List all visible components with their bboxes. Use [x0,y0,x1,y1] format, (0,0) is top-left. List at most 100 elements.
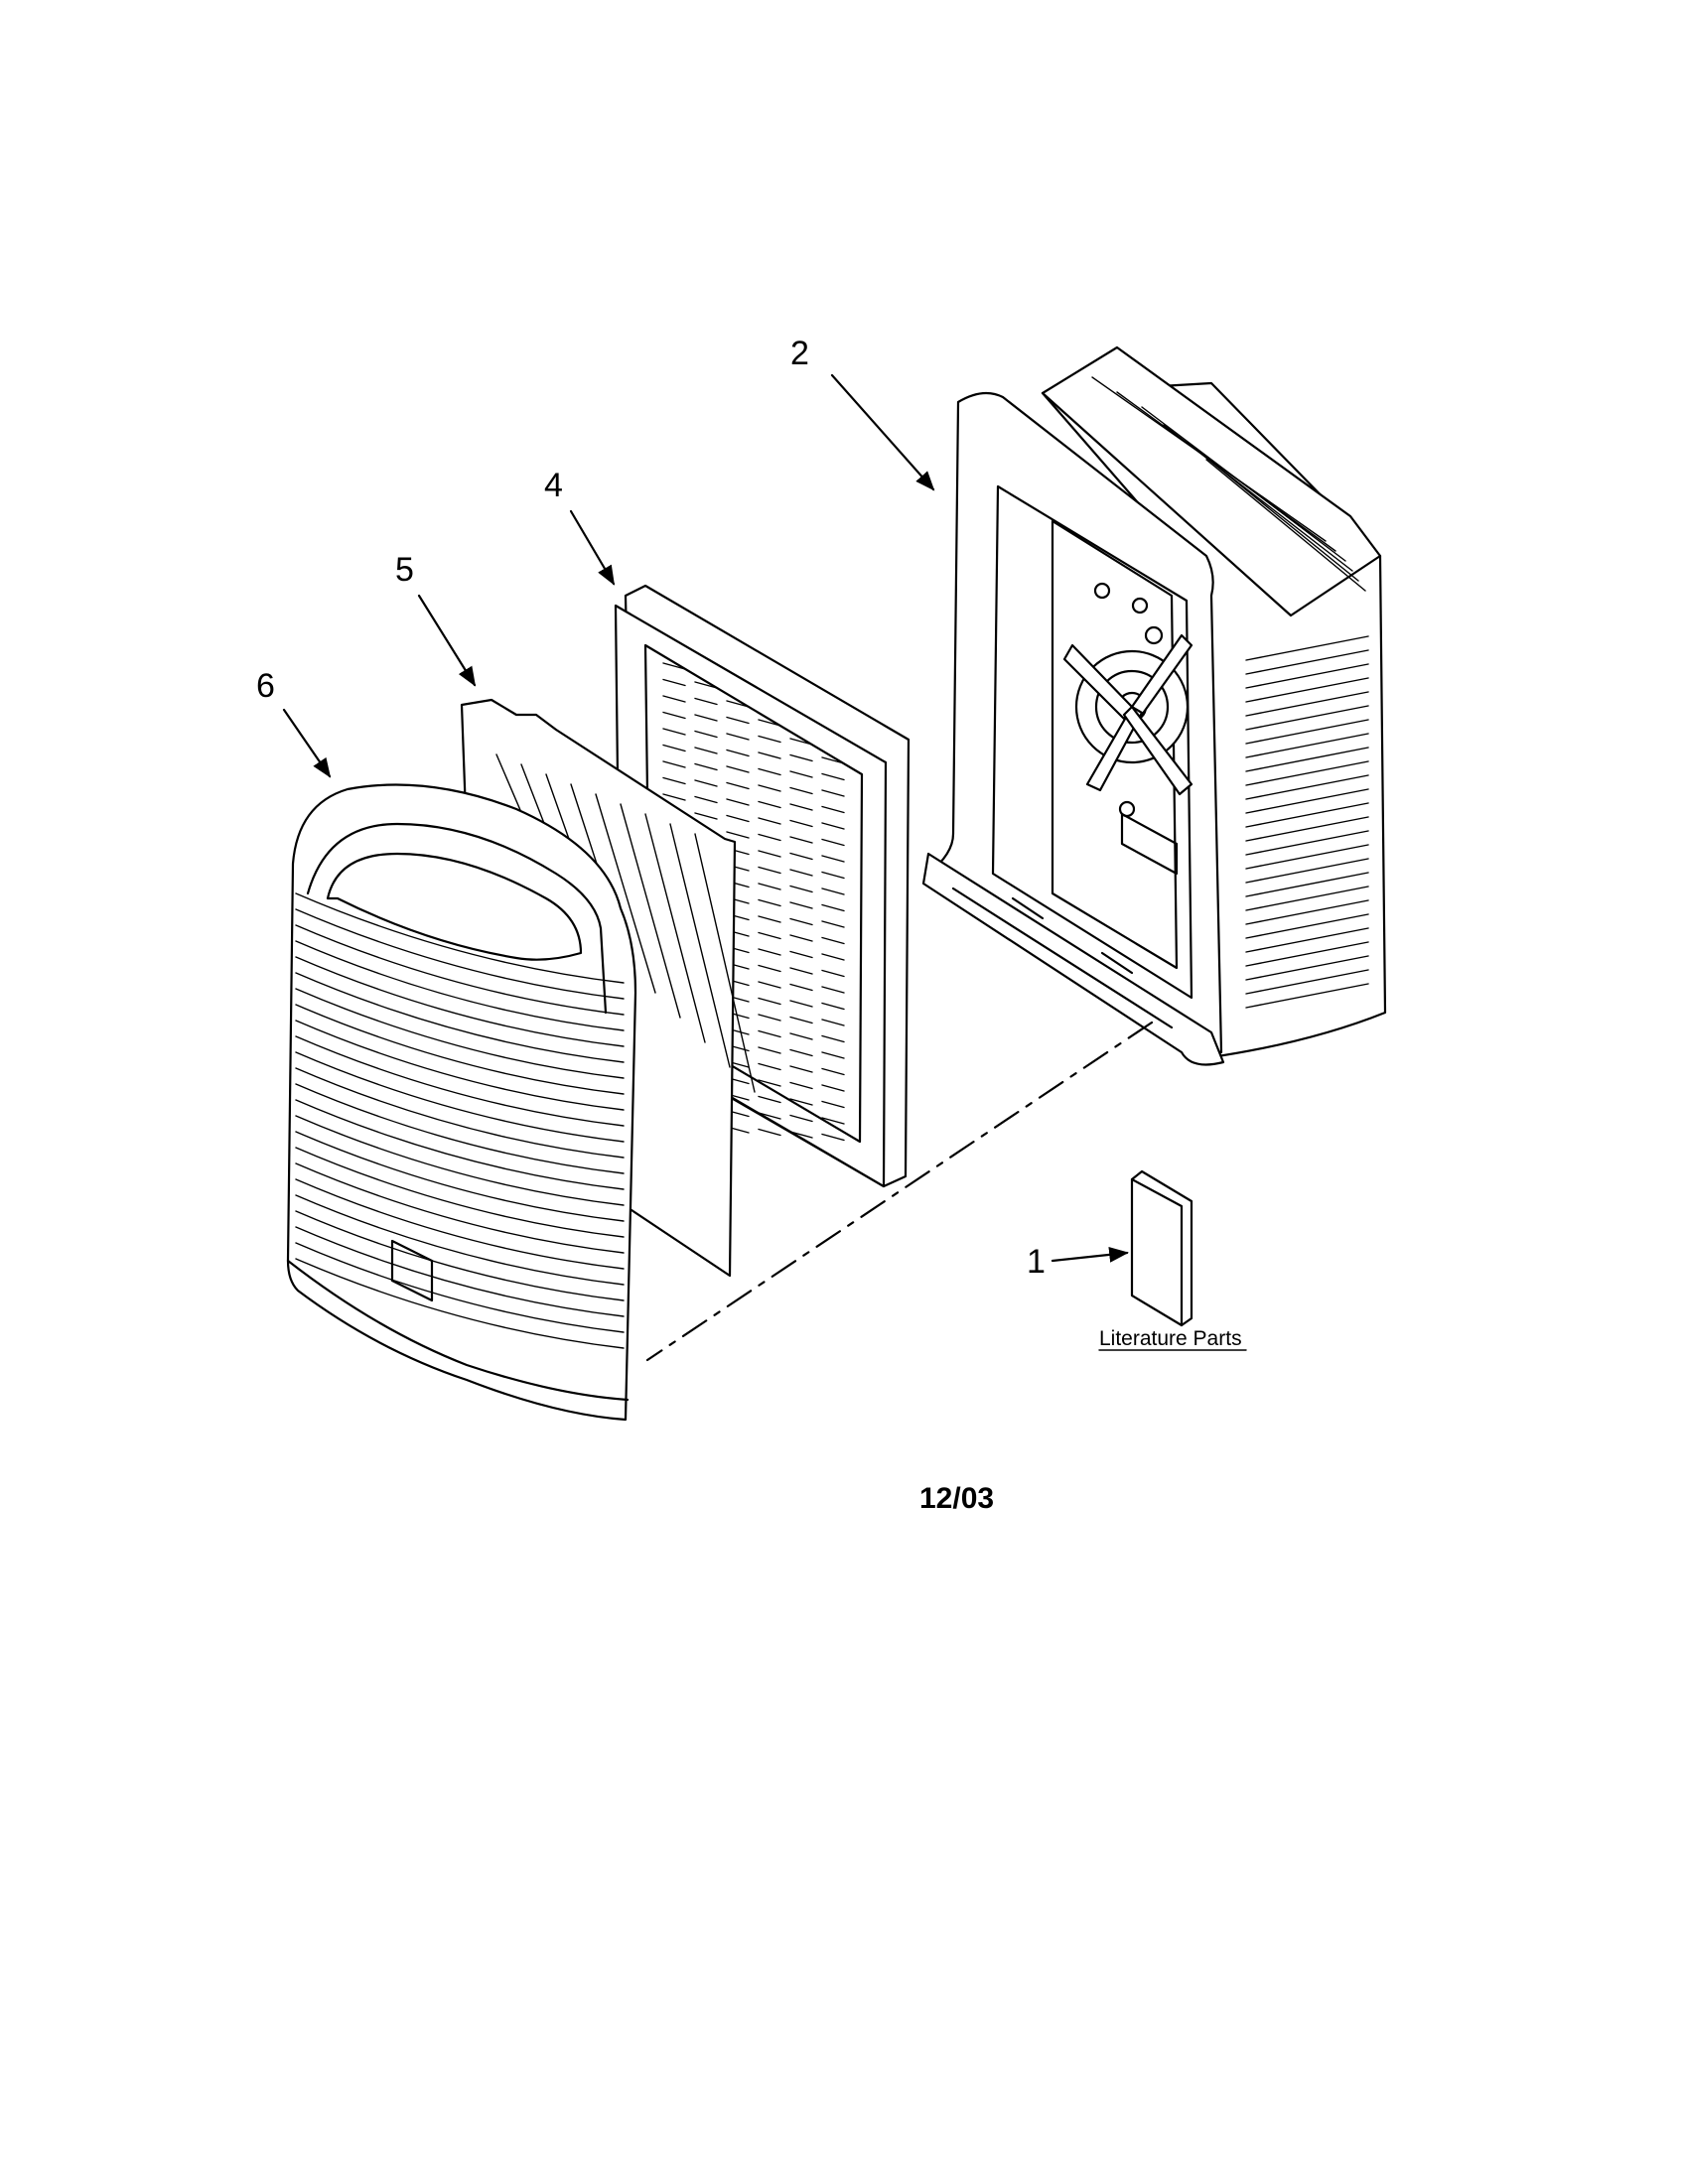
prefilter-hatch-line [669,823,731,1068]
leader-arrow-4 [569,509,616,586]
filter-pleat [726,749,750,757]
filter-pleat [662,662,686,670]
side-vent-slot [1245,774,1369,800]
filter-pleat [758,1046,781,1054]
side-vent-slot [1245,802,1369,828]
filter-pleat [821,986,845,994]
filter-pleat [789,950,813,959]
leader-arrow-1 [1051,1247,1129,1263]
filter-pleat [758,1095,781,1104]
filter-pleat [821,969,845,978]
grille-slat [295,1004,625,1095]
grille-slat [295,1035,625,1127]
filter-pleat [758,767,781,776]
filter-pleat [789,1048,813,1057]
grille-slat [295,1051,625,1143]
side-vent-slot [1245,872,1369,897]
side-vent-slot [1245,941,1369,967]
side-vent-slot [1245,830,1369,856]
filter-pleat [821,789,845,797]
filter-pleat [726,765,750,773]
filter-pleat [694,812,718,820]
alignment-line [645,1021,1154,1362]
filter-pleat [662,776,686,785]
filter-pleat [726,814,750,823]
grille-slat [295,972,625,1063]
filter-pleat [789,1131,813,1139]
housing-part-2 [921,345,1387,1066]
filter-pleat [758,784,781,792]
filter-pleat [789,1114,813,1123]
callout-1: 1 [1027,1243,1046,1281]
filter-pleat [662,711,686,720]
grille-slat [295,1067,625,1159]
side-vent-slot [1245,760,1369,786]
filter-pleat [758,800,781,809]
filter-pleat [758,1128,781,1137]
grille-slat [295,988,625,1079]
side-vent-slot [1245,969,1369,995]
filter-pleat [726,798,750,806]
side-vent-slot [1245,663,1369,689]
side-vent-slot [1245,886,1369,911]
filter-pleat [758,931,781,940]
side-vent-slot [1245,844,1369,870]
filter-pleat [789,786,813,795]
filter-pleat [821,1133,845,1142]
grille-slat [295,1242,625,1333]
filter-pleat [789,869,813,877]
filter-pleat [789,803,813,811]
filter-pleat [789,1065,813,1073]
grille-slat [295,1147,625,1238]
filter-pleat [694,747,718,754]
grille-slat [295,1115,625,1206]
leader-arrow-6 [282,708,332,778]
side-vent-slot [1245,816,1369,842]
literature-part-1 [1130,1169,1193,1327]
filter-pleat [694,697,718,706]
front-grille-part-6 [286,783,637,1422]
prefilter-hatch-line [694,833,756,1093]
filter-pleat [821,1100,845,1109]
filter-pleat [662,695,686,703]
side-vent-slot [1245,677,1369,703]
filter-pleat [789,738,813,746]
fan-assembly [1062,582,1193,818]
grille-slat [295,956,625,1047]
grille-slat [295,1226,625,1317]
side-vent-slot [1245,733,1369,758]
callout-4: 4 [544,467,563,504]
filter-pleat [821,1067,845,1076]
filter-pleat [821,920,845,928]
filter-pleat [758,1029,781,1038]
grille-slat [295,1178,625,1270]
filter-pleat [758,948,781,956]
filter-pleat [821,838,845,847]
filter-pleat [694,681,718,689]
filter-pleat [662,793,686,801]
filter-pleat [758,981,781,989]
grille-slat [295,1083,625,1174]
filter-pleat [758,1112,781,1120]
grille-slats [295,892,625,1349]
side-vent-slot [1245,691,1369,717]
side-vent-slot [1245,927,1369,953]
filter-pleat [821,805,845,814]
grille-slat [295,940,625,1031]
filter-pleat [726,733,750,741]
literature-parts-label: Literature Parts [1099,1327,1242,1350]
filter-pleat [758,898,781,907]
filter-pleat [789,901,813,909]
callout-6: 6 [256,667,275,705]
grille-slat [295,1131,625,1222]
filter-pleat [694,714,718,722]
side-vent-slot [1245,913,1369,939]
side-vent-slot [1245,983,1369,1009]
grille-slat [295,1162,625,1254]
filter-pleat [726,716,750,725]
date-code: 12/03 [919,1482,994,1515]
filter-pleat [821,871,845,880]
filter-pleat [694,730,718,739]
filter-pleat [789,967,813,975]
filter-pleat [821,822,845,830]
